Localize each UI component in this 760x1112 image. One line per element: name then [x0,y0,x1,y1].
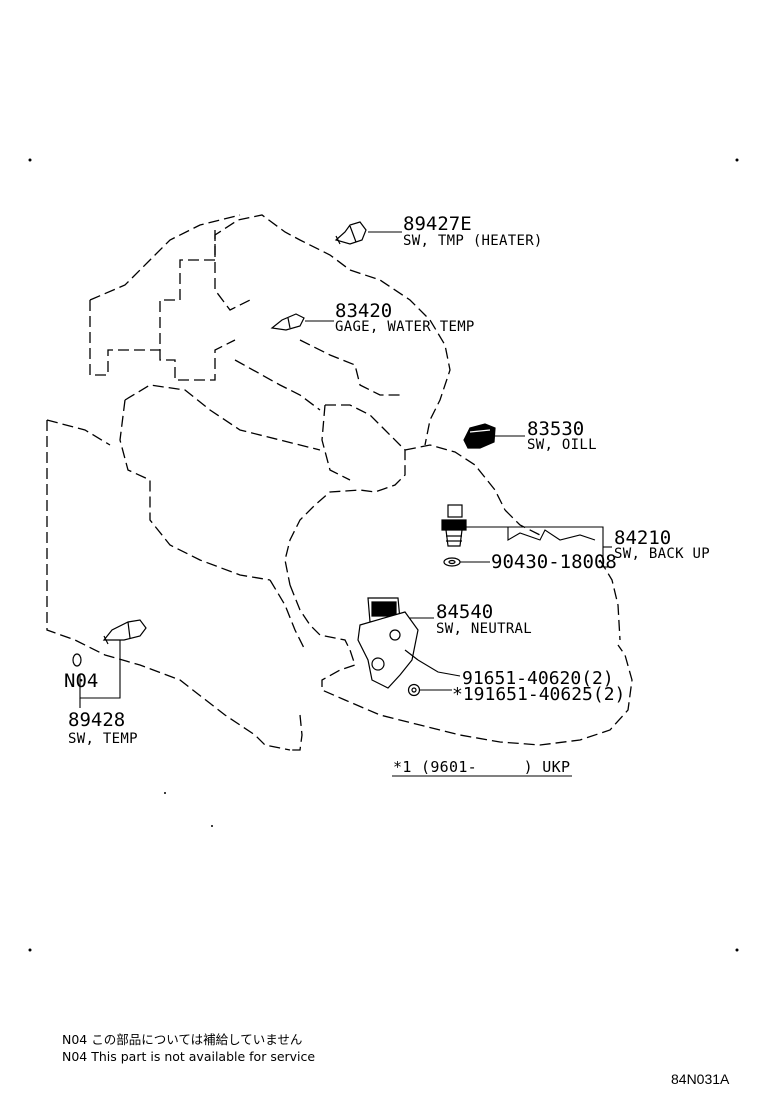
callout-n04: N04 [64,670,99,692]
registration-marks [28,158,739,952]
leader-lines [79,231,612,777]
switch-temp-heater-part-icon [334,221,367,245]
part-number-89427e[interactable]: 89427E [403,213,472,235]
part-number-84210[interactable]: 84210 [614,527,672,549]
neutral-switch-part-icon [357,597,419,689]
engine-phantom-outline [46,214,633,751]
temp-switch-part-icon [102,619,147,645]
water-temp-gauge-part-icon [270,313,305,331]
o-ring-icon [72,653,82,667]
part-number-90430-18008[interactable]: 90430-18008 [491,551,617,573]
diagram-code: 84N031A [671,1071,730,1087]
part-name-sw-temp: SW, TEMP [68,731,138,747]
part-name-sw-oil: SW, OILL [527,437,597,453]
backup-switch-part-icon [441,504,467,547]
part-number-89428[interactable]: 89428 [68,709,126,731]
part-number-84540[interactable]: 84540 [436,601,494,623]
part-name-sw-back-up: SW, BACK UP [614,546,711,562]
part-name-sw-neutral: SW, NEUTRAL [436,621,533,637]
applicability-footnote: *1 (9601- ) UKP [393,758,571,776]
part-number-91651-40620[interactable]: 91651-40620(2) [462,668,614,689]
gasket-washer-icon [443,557,461,567]
part-name-sw-tmp-heater: SW, TMP (HEATER) [403,233,543,249]
part-number-83530[interactable]: 83530 [527,418,585,440]
part-name-gage-water-temp: GAGE, WATER TEMP [335,319,475,335]
bolt-icon [407,683,421,697]
oil-switch-part-icon [463,423,496,449]
note-japanese: N04 この部品については補給していません [62,1032,303,1047]
part-number-91651-40625[interactable]: *191651-40625(2) [452,684,626,705]
part-number-83420[interactable]: 83420 [335,300,393,322]
note-english: N04 This part is not available for servi… [62,1049,316,1064]
